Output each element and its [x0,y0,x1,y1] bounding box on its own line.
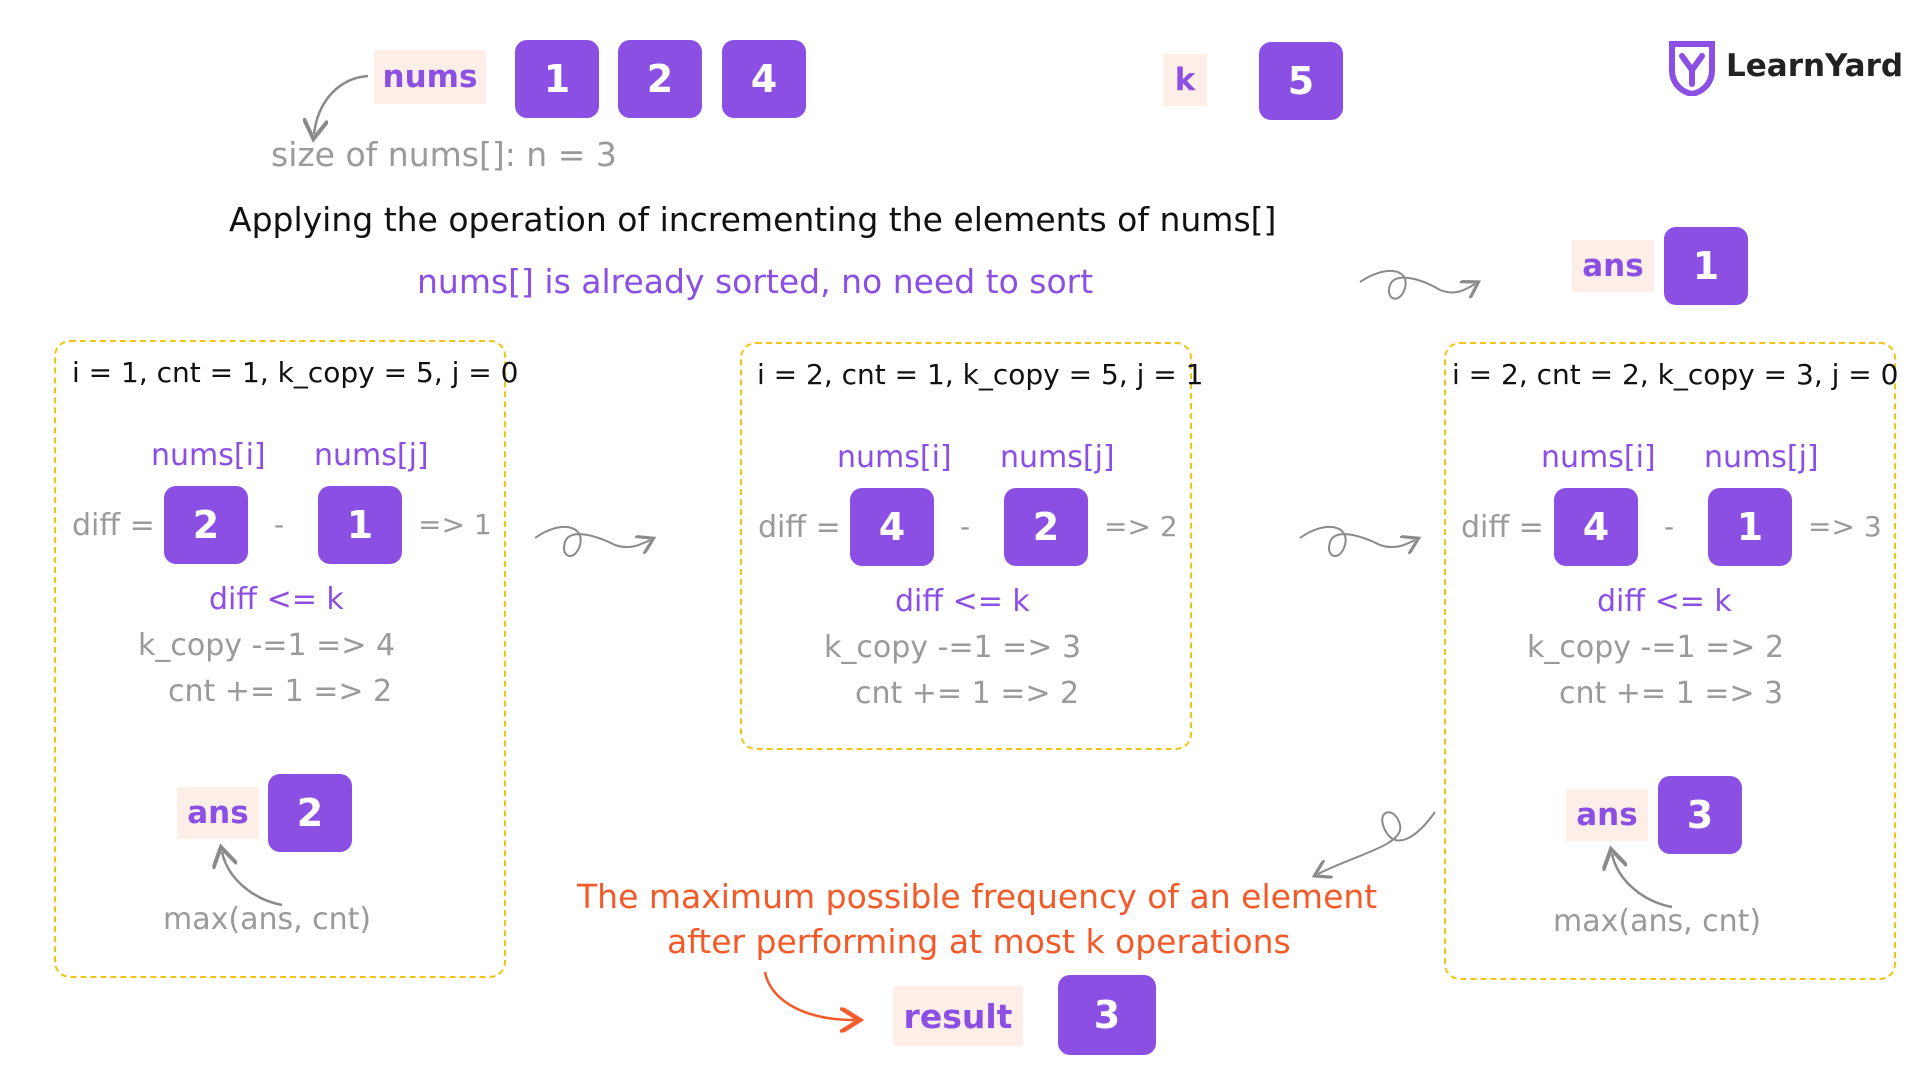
result-label: result [893,986,1023,1046]
step-1-result: => 1 [418,508,492,541]
squiggle-arrow-step1-icon [534,525,650,557]
step-2-minus: - [960,510,971,543]
step-2-nums-i-value: 4 [850,488,934,566]
nums-value-2: 4 [722,40,806,118]
step-card-3 [1444,342,1896,980]
squiggle-arrow-step2-icon [1299,525,1415,557]
nums-label: nums [374,50,486,104]
step-1-nums-j-label: nums[j] [314,438,429,473]
conclusion-line-2: after performing at most k operations [667,922,1291,961]
result-value: 3 [1058,975,1156,1055]
step-1-nums-i-value: 2 [164,486,248,564]
step-3-condition: diff <= k [1597,584,1732,619]
step-1-minus: - [274,508,285,541]
learnyard-shield-icon [1669,41,1715,96]
step-3-kcopy-line: k_copy -=1 => 2 [1527,630,1785,665]
k-value: 5 [1259,42,1343,120]
step-1-kcopy-line: k_copy -=1 => 4 [138,628,396,663]
step-3-nums-j-label: nums[j] [1704,440,1819,475]
step-2-diff-label: diff = [758,510,841,545]
step-1-max-text: max(ans, cnt) [163,902,372,937]
step-3-ans-label: ans [1566,789,1648,841]
step-3-ans-value: 3 [1658,776,1742,854]
nums-value-1: 2 [618,40,702,118]
step-3-nums-j-value: 1 [1708,488,1792,566]
step-2-kcopy-line: k_copy -=1 => 3 [824,630,1082,665]
step-2-nums-j-value: 2 [1004,488,1088,566]
step-card-1 [54,340,506,978]
step-card-2 [740,342,1192,750]
intro-line-1: Applying the operation of incrementing t… [229,200,1277,239]
size-arrow-icon [314,74,369,134]
step-1-cnt-line: cnt += 1 => 2 [168,674,393,709]
step-1-header: i = 1, cnt = 1, k_copy = 5, j = 0 [72,356,519,389]
step-1-diff-label: diff = [72,508,155,543]
intro-line-2: nums[] is already sorted, no need to sor… [417,262,1094,301]
logo-text: LearnYard [1726,48,1904,84]
step-3-minus: - [1664,510,1675,543]
size-text: size of nums[]: n = 3 [271,135,617,174]
step-2-nums-i-label: nums[i] [837,440,952,475]
conclusion-line-1: The maximum possible frequency of an ele… [577,877,1378,916]
squiggle-arrow-top-icon [1359,269,1475,300]
step-2-cnt-line: cnt += 1 => 2 [855,676,1080,711]
step-3-cnt-line: cnt += 1 => 3 [1559,676,1784,711]
step-2-header: i = 2, cnt = 1, k_copy = 5, j = 1 [757,358,1204,391]
step-3-nums-i-label: nums[i] [1541,440,1656,475]
step-1-ans-value: 2 [268,774,352,852]
learnyard-logo: LearnYard [1668,38,1903,98]
step-2-nums-j-label: nums[j] [1000,440,1115,475]
nums-value-0: 1 [515,40,599,118]
step-3-max-text: max(ans, cnt) [1553,904,1762,939]
step-1-nums-i-label: nums[i] [151,438,266,473]
step-2-result: => 2 [1104,510,1178,543]
k-label: k [1163,54,1207,106]
step-1-condition: diff <= k [209,582,344,617]
step-3-result: => 3 [1808,510,1882,543]
step-2-condition: diff <= k [895,584,1030,619]
step-3-header: i = 2, cnt = 2, k_copy = 3, j = 0 [1452,358,1899,391]
step-1-ans-label: ans [177,787,259,839]
curvy-arrow-conclusion-icon [1318,811,1436,874]
step-3-diff-label: diff = [1461,510,1544,545]
result-arrow-icon [763,971,855,1020]
step-1-nums-j-value: 1 [318,486,402,564]
step-3-nums-i-value: 4 [1554,488,1638,566]
top-ans-label: ans [1572,240,1654,292]
top-ans-value: 1 [1664,227,1748,305]
